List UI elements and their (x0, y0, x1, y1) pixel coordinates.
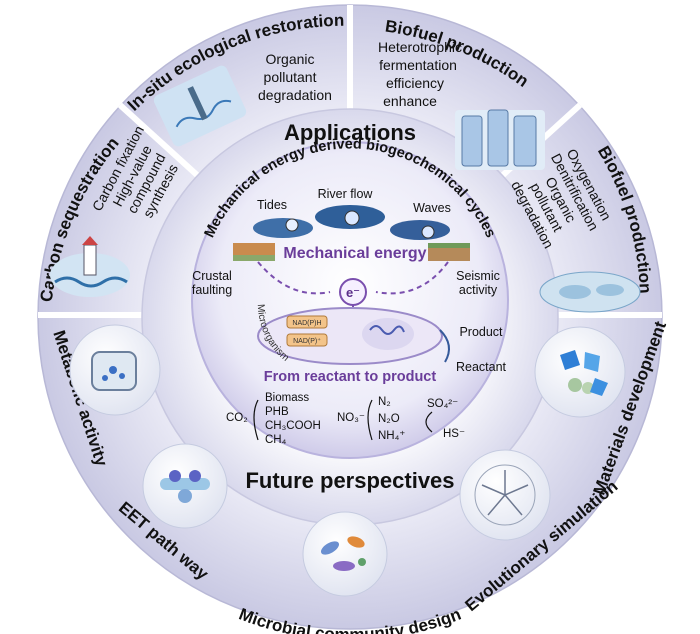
carbon-lighthouse-illustration (50, 236, 130, 297)
svg-text:efficiency: efficiency (386, 75, 444, 91)
electron-node (339, 278, 367, 306)
evolutionary-tree-icon (459, 449, 551, 541)
cofactor-box: NAD(P)H NAD(P)⁺ (286, 315, 328, 347)
river-flow-illustration (315, 205, 385, 229)
biofuel-pond-illustration (539, 271, 641, 313)
crustal-label-2: faulting (192, 283, 232, 297)
river-flow-label: River flow (318, 187, 374, 201)
materials-icon (534, 326, 626, 418)
future-perspectives-title: Future perspectives (245, 468, 454, 493)
svg-text:fermentation: fermentation (379, 57, 457, 73)
nitrogen-reactions: NO₃⁻ N₂ N₂O NH₄⁺ (337, 396, 405, 442)
svg-text:enhance: enhance (383, 93, 437, 109)
metabolic-icon (69, 324, 161, 416)
svg-text:Heterotrophic: Heterotrophic (378, 39, 462, 55)
svg-text:NO₃⁻: NO₃⁻ (337, 412, 365, 424)
product-label: Product (459, 325, 503, 339)
svg-text:N₂: N₂ (378, 396, 391, 408)
svg-text:HS⁻: HS⁻ (443, 428, 465, 440)
waves-illustration (390, 220, 450, 240)
sulfur-reactions: SO₄²⁻ HS⁻ (425, 398, 465, 440)
carbon-reactions: CO₂ Biomass PHB CH₃COOH CH₄ (226, 392, 321, 446)
svg-text:pollutant: pollutant (264, 69, 317, 85)
svg-text:N₂O: N₂O (378, 413, 400, 425)
mechanical-energy-label: Mechanical energy (283, 245, 426, 262)
crustal-label-1: Crustal (192, 269, 232, 283)
seismic-label-2: activity (459, 283, 498, 297)
seismic-label-1: Seismic (456, 269, 500, 283)
svg-text:CO₂: CO₂ (226, 412, 248, 424)
waves-label: Waves (413, 201, 451, 215)
from-reactant-label: From reactant to product (264, 369, 437, 385)
app-detail-restoration: Organic pollutant degradation (258, 51, 332, 103)
tides-label: Tides (257, 198, 287, 212)
seismic-illustration (428, 243, 470, 261)
svg-text:NH₄⁺: NH₄⁺ (378, 430, 405, 442)
svg-text:NAD(P)⁺: NAD(P)⁺ (293, 337, 321, 345)
svg-text:Biomass: Biomass (265, 392, 309, 404)
svg-text:SO₄²⁻: SO₄²⁻ (427, 398, 458, 410)
product-reactant-arrow (439, 329, 450, 363)
svg-text:CH₄: CH₄ (265, 434, 287, 446)
restoration-illustration (153, 65, 247, 147)
reactant-label: Reactant (456, 360, 507, 374)
tides-illustration (253, 218, 313, 238)
svg-text:degradation: degradation (258, 87, 332, 103)
app-detail-biofuel-1: Heterotrophic fermentation efficiency en… (378, 39, 462, 109)
svg-text:PHB: PHB (265, 406, 289, 418)
microbial-community-icon (302, 511, 388, 597)
protein-ribbon (369, 325, 405, 335)
electron-label: e⁻ (346, 285, 360, 300)
svg-text:Organic: Organic (265, 51, 314, 67)
biofuel-tanks-illustration (455, 109, 545, 170)
svg-text:NAD(P)H: NAD(P)H (292, 320, 321, 327)
applications-title: Applications (284, 120, 416, 145)
crustal-illustration (233, 243, 275, 261)
eet-icon (142, 443, 228, 529)
svg-text:CH₃COOH: CH₃COOH (265, 420, 321, 432)
